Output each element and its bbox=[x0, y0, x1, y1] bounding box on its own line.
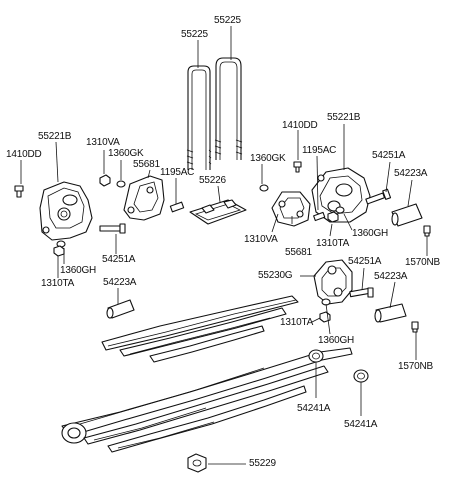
bolt-54251a-middle bbox=[349, 287, 374, 298]
label-1360gh-right: 1360GH bbox=[352, 228, 389, 239]
shackle-55230g bbox=[313, 259, 353, 305]
label-1310ta-middle: 1310TA bbox=[280, 317, 314, 328]
label-54251a-right: 54251A bbox=[372, 150, 406, 161]
label-1360gh-middle: 1360GH bbox=[318, 335, 355, 346]
label-54251a-middle: 54251A bbox=[348, 256, 382, 267]
label-54223a-right: 54223A bbox=[394, 168, 428, 179]
bushing-54241a-b bbox=[353, 369, 369, 383]
label-1410dd-right: 1410DD bbox=[282, 120, 318, 131]
leaf-spring-upper bbox=[101, 295, 299, 363]
label-1570nb-right: 1570NB bbox=[405, 257, 440, 268]
label-55681-right: 55681 bbox=[285, 247, 312, 258]
label-55230g: 55230G bbox=[258, 270, 293, 281]
u-bolt-55225-front bbox=[214, 57, 243, 160]
label-55225-a: 55225 bbox=[181, 29, 208, 40]
label-1195ac-left: 1195AC bbox=[160, 167, 195, 178]
bolt-1410dd-right bbox=[293, 161, 302, 173]
label-1360gk-right: 1360GK bbox=[250, 153, 286, 164]
leaf-spring-main bbox=[61, 347, 353, 453]
grease-nipple-1570nb-middle bbox=[411, 321, 419, 333]
bolt-54251a-right bbox=[365, 188, 392, 205]
label-1360gh-left: 1360GH bbox=[60, 265, 97, 276]
label-54223a-left: 54223A bbox=[103, 277, 137, 288]
bushing-54223a-right bbox=[391, 203, 423, 227]
shackle-plate-55681-left bbox=[123, 175, 165, 221]
label-55221b-right: 55221B bbox=[327, 112, 361, 123]
label-1410dd-left: 1410DD bbox=[6, 149, 42, 160]
label-55225-b: 55225 bbox=[214, 15, 241, 26]
label-55221b-left: 55221B bbox=[38, 131, 72, 142]
bushing-54223a-left bbox=[106, 299, 135, 319]
label-55226: 55226 bbox=[199, 175, 226, 186]
nut-1310ta-left bbox=[53, 245, 65, 257]
label-55681-left: 55681 bbox=[133, 159, 160, 170]
seat-plate-55226 bbox=[189, 199, 247, 225]
leader-lines bbox=[20, 26, 428, 465]
bracket-55221b-left bbox=[39, 181, 93, 241]
u-bolt-55225-rear bbox=[186, 65, 212, 170]
bushing-54241a-a bbox=[308, 349, 324, 363]
shackle-plate-55681-right bbox=[271, 191, 311, 227]
label-1570nb-middle: 1570NB bbox=[398, 361, 433, 372]
washer-1360gk-right bbox=[259, 184, 269, 192]
grease-nipple-1570nb-right bbox=[423, 225, 431, 237]
label-1310ta-left: 1310TA bbox=[41, 278, 75, 289]
nut-55229 bbox=[187, 453, 207, 473]
washer-1360gk-left bbox=[116, 180, 126, 188]
bushing-54223a-middle bbox=[374, 303, 407, 323]
nut-1310va-left bbox=[99, 174, 111, 187]
label-1310ta-right: 1310TA bbox=[316, 238, 350, 249]
washer-1360gh-right bbox=[335, 206, 345, 214]
label-54251a-left: 54251A bbox=[102, 254, 136, 265]
label-55229: 55229 bbox=[249, 458, 276, 469]
label-1310va-left: 1310VA bbox=[86, 137, 120, 148]
label-54241a-a: 54241A bbox=[297, 403, 331, 414]
label-54241a-b: 54241A bbox=[344, 419, 378, 430]
label-54223a-middle: 54223A bbox=[374, 271, 408, 282]
bolt-54251a-left bbox=[99, 223, 126, 234]
label-1195ac-right: 1195AC bbox=[302, 145, 337, 156]
bolt-1410dd-left bbox=[14, 185, 24, 198]
bolt-1195ac-left bbox=[169, 201, 185, 213]
label-1310va-right: 1310VA bbox=[244, 234, 278, 245]
nut-1310ta-right bbox=[327, 211, 339, 223]
label-1360gk-left: 1360GK bbox=[108, 148, 144, 159]
bolt-1195ac-right bbox=[313, 211, 326, 222]
